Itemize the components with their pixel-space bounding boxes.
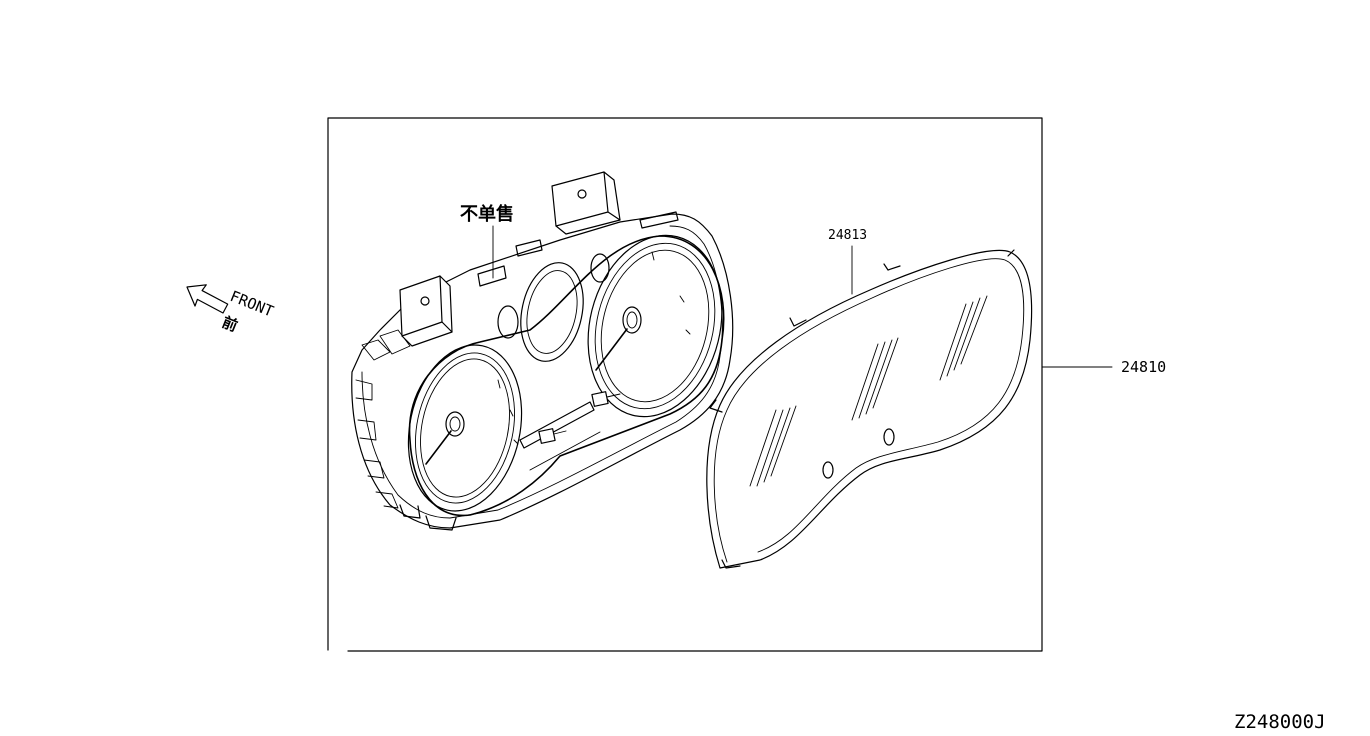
front-arrow-icon (186, 284, 229, 314)
callout-24810-label: 24810 (1121, 358, 1166, 376)
front-label-cn: 前 (220, 313, 241, 335)
center-gauge (497, 253, 610, 362)
drawing-code: Z248000J (1234, 711, 1326, 733)
left-gauge (407, 344, 523, 512)
callout-24810: 24810 (1041, 358, 1166, 376)
not-sold-separately-callout: 不单售 (460, 203, 514, 279)
callout-24813-label: 24813 (828, 228, 867, 243)
right-gauge (587, 234, 723, 418)
assembly-frame (327, 117, 1043, 652)
not-sold-separately-label: 不单售 (460, 203, 514, 225)
front-direction-indicator: FRONT 前 (186, 284, 276, 335)
glass-reflection-hatching (749, 295, 988, 487)
meter-cover-glass (706, 249, 1033, 569)
callout-24813: 24813 (828, 228, 867, 295)
combination-meter-housing (351, 171, 734, 531)
trip-knob (538, 391, 621, 444)
